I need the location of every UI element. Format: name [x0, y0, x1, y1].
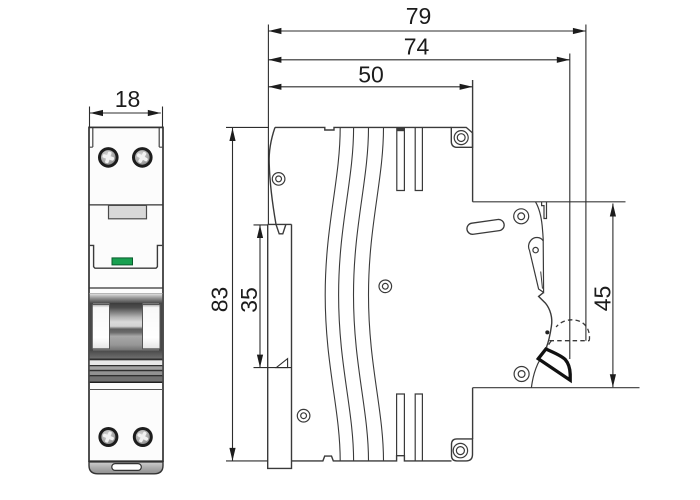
svg-text:35: 35: [236, 287, 262, 313]
svg-text:74: 74: [404, 34, 430, 60]
svg-text:50: 50: [358, 62, 384, 88]
svg-text:83: 83: [207, 287, 233, 313]
svg-text:79: 79: [406, 3, 432, 29]
svg-text:45: 45: [590, 286, 616, 312]
svg-text:18: 18: [115, 86, 141, 112]
